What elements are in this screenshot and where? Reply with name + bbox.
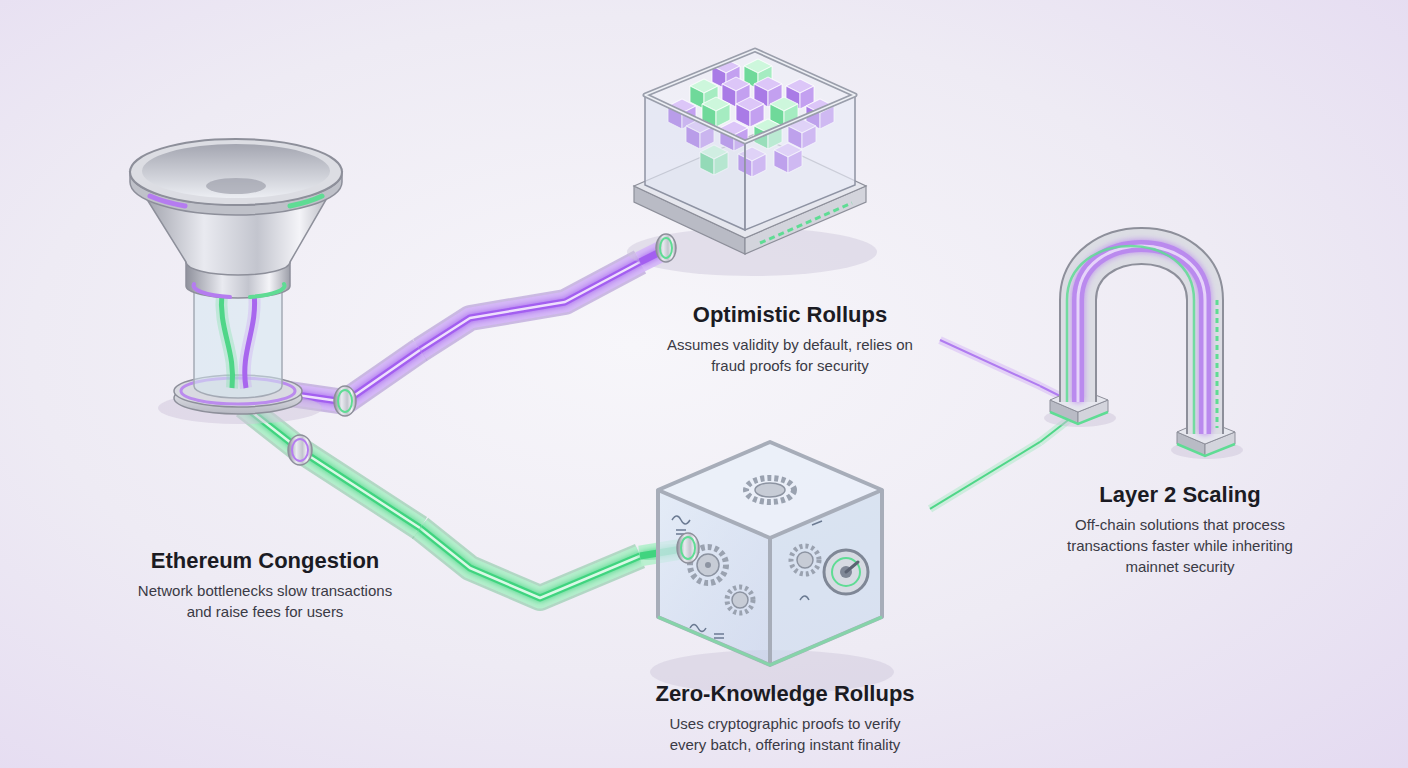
pipe-layer — [420, 262, 640, 350]
connector-group — [420, 262, 640, 350]
glow-edge — [1177, 444, 1235, 456]
funnel-illustration — [130, 139, 342, 424]
node-description: Assumes validity by default, relies on f… — [659, 334, 921, 376]
gear — [797, 552, 813, 568]
gear — [697, 554, 719, 576]
collar-ring — [681, 537, 695, 559]
text-block: Layer 2 ScalingOff-chain solutions that … — [1054, 482, 1306, 577]
beam-connector — [930, 442, 1040, 509]
node-description: Network bottlenecks slow transactions an… — [130, 580, 400, 622]
gateway-arch-illustration — [1040, 246, 1243, 459]
connector-group — [930, 442, 1040, 509]
text-block: Optimistic RollupsAssumes validity by de… — [659, 302, 921, 376]
light-strip — [250, 284, 285, 297]
vault-frame — [658, 442, 882, 665]
glass-face — [745, 95, 855, 230]
collar-ring — [292, 439, 308, 461]
pipe-collar — [334, 386, 356, 416]
pipe-collar — [288, 435, 312, 465]
vault-dial — [832, 558, 860, 586]
pipe-stub — [244, 406, 420, 528]
mini-cube — [736, 97, 764, 127]
glow-edge — [658, 617, 882, 665]
gear — [732, 592, 748, 608]
pipe-layer — [420, 528, 640, 598]
led-strip — [1216, 300, 1219, 428]
arch-light — [1078, 246, 1205, 434]
funnel-rim — [130, 139, 342, 205]
light-strip — [194, 284, 230, 297]
flow-stream — [245, 292, 255, 388]
pipe-stub — [244, 406, 420, 528]
glass-back — [645, 50, 855, 230]
pipe-layer — [420, 262, 640, 350]
vault-top — [658, 442, 882, 538]
pipe-layer — [420, 528, 640, 598]
arch-highlight — [1078, 246, 1205, 434]
pipe-collar — [656, 234, 676, 262]
node-title: Layer 2 Scaling — [1054, 482, 1306, 508]
light-strip — [290, 196, 322, 206]
collar-ring — [660, 238, 672, 258]
beam-glow — [930, 442, 1040, 509]
glow-edge — [1050, 412, 1108, 424]
container-rim — [645, 50, 855, 142]
pipe-stub — [244, 406, 420, 528]
glass-cylinder — [194, 290, 282, 398]
pipe-connector — [420, 262, 640, 350]
light-strip — [150, 196, 185, 206]
vault-handle — [846, 562, 858, 572]
gear — [791, 546, 819, 574]
pipe-connector — [420, 528, 640, 598]
node-description: Off-chain solutions that process transac… — [1054, 514, 1306, 577]
math-mark — [800, 516, 822, 600]
vault-illustration — [640, 442, 894, 694]
beam-glow — [940, 340, 1040, 386]
vault-dial — [824, 550, 868, 594]
arch-body — [1078, 246, 1205, 434]
pipe-layer — [420, 528, 640, 598]
funnel-opening — [142, 144, 330, 198]
gear — [727, 587, 753, 613]
pipe-stub — [244, 406, 420, 528]
flow-glow — [221, 292, 232, 388]
beam-connector — [940, 340, 1040, 386]
node-title: Ethereum Congestion — [130, 548, 400, 574]
arch-body — [1078, 246, 1205, 434]
connector-group — [420, 528, 640, 598]
funnel-hole — [206, 178, 266, 194]
text-block: Ethereum CongestionNetwork bottlenecks s… — [130, 548, 400, 622]
glass-face — [645, 95, 745, 230]
gear — [746, 478, 794, 502]
pipe-collar — [677, 533, 699, 563]
collar-ring — [338, 390, 352, 412]
rollup-container-illustration — [627, 50, 877, 276]
gear — [755, 483, 785, 497]
flow-stream — [221, 292, 232, 388]
node-description: Uses cryptographic proofs to verify ever… — [650, 713, 920, 755]
container-rim — [645, 50, 855, 142]
gear-hub — [705, 562, 711, 568]
connector-group — [940, 340, 1040, 386]
arch-light — [1067, 246, 1194, 434]
node-title: Optimistic Rollups — [659, 302, 921, 328]
pipe-layer — [420, 262, 640, 350]
math-mark — [672, 516, 690, 534]
flow-glow — [245, 292, 255, 388]
